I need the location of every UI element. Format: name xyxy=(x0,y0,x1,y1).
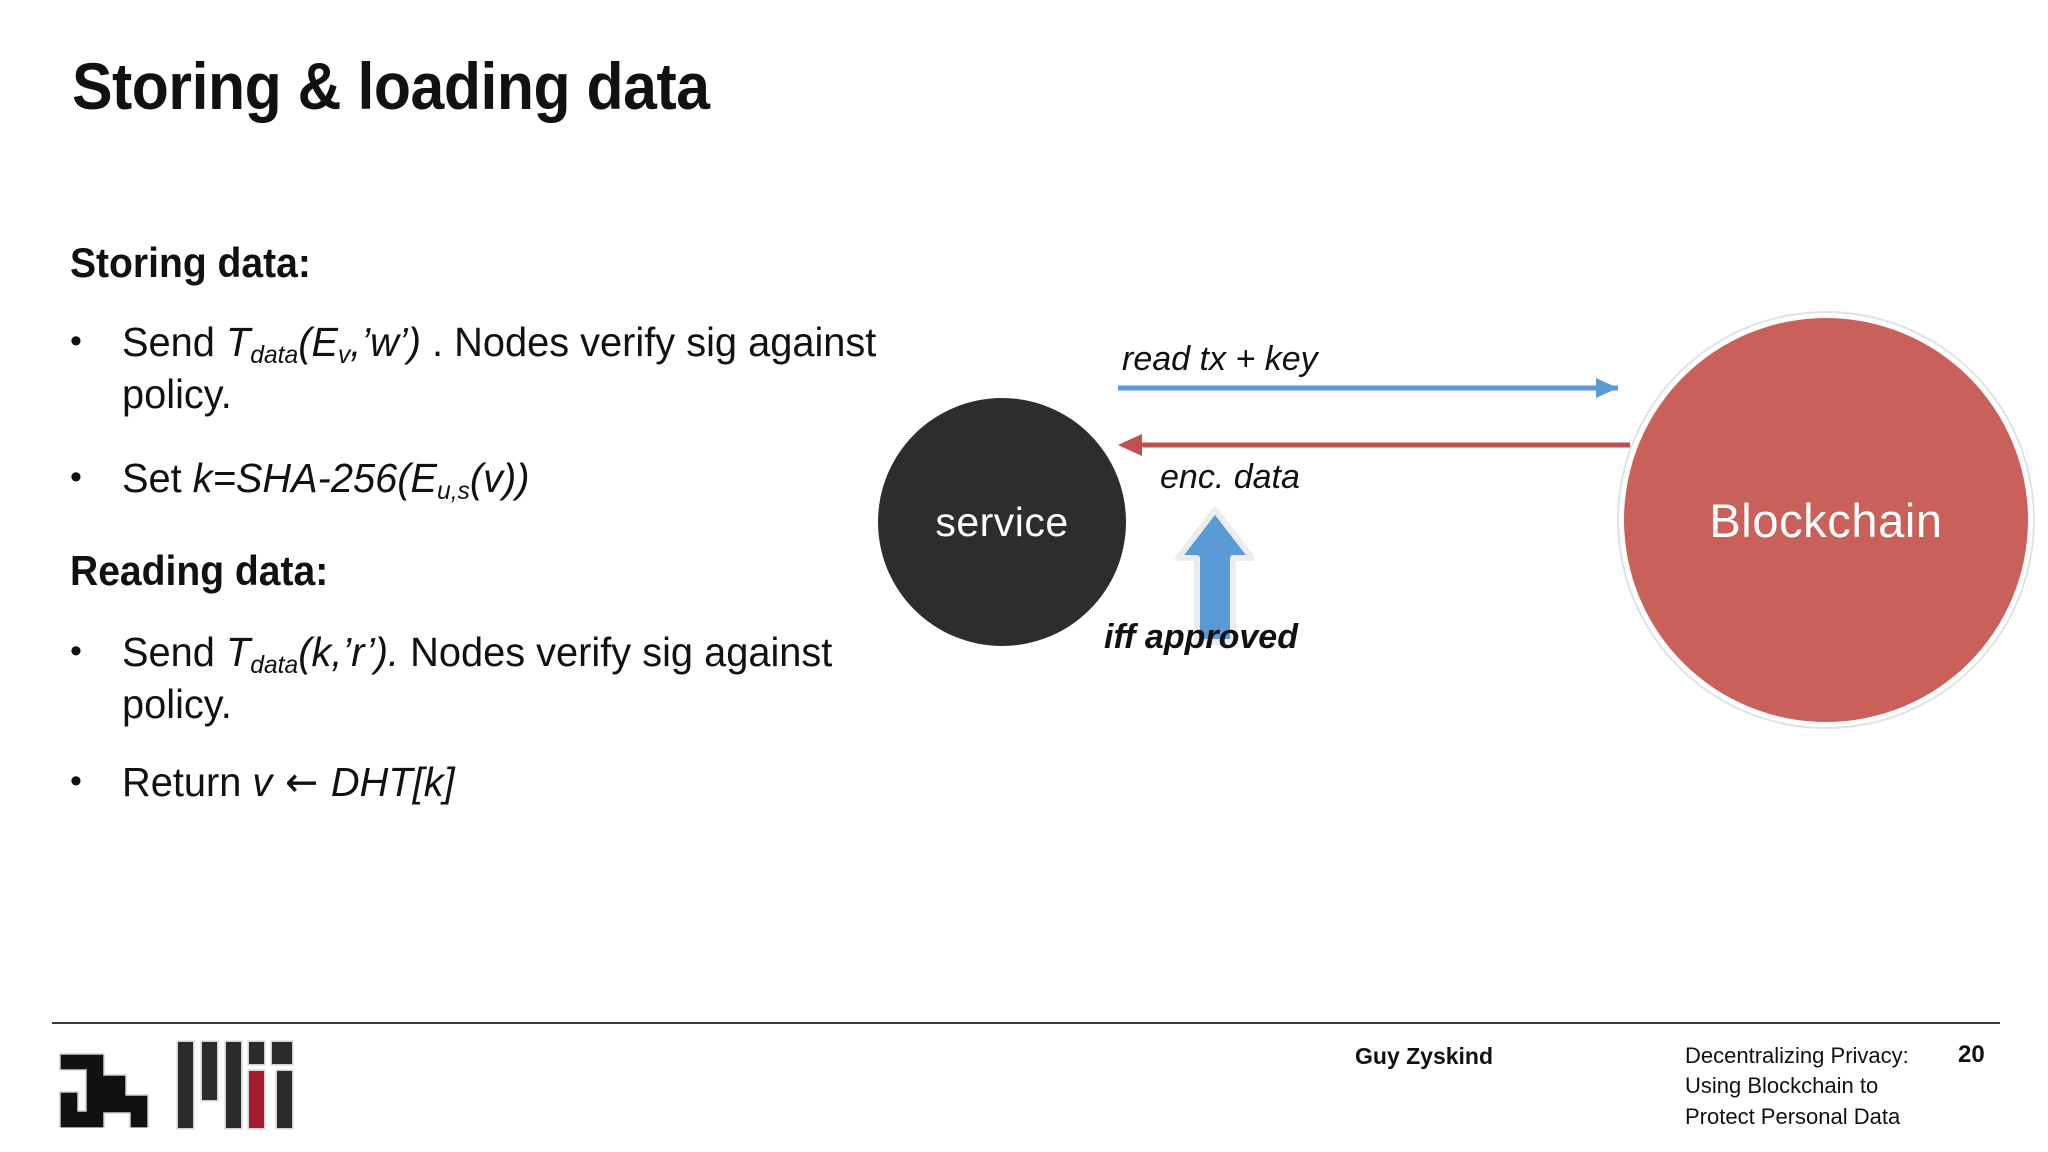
bullet-icon: • xyxy=(70,457,82,496)
node-service: service xyxy=(878,398,1126,646)
subscript-run: data xyxy=(250,341,299,370)
footer-divider xyxy=(52,1022,2000,1024)
bullet-icon: • xyxy=(70,322,82,361)
list-item-text: Return v ← DHT[k] xyxy=(122,757,945,807)
footer-deck-title: Decentralizing Privacy: Using Blockchain… xyxy=(1685,1043,1909,1129)
subscript-run: u,s xyxy=(437,476,470,505)
text-run: Send xyxy=(122,629,226,676)
list-item: • Set k=SHA-256(Eu,s(v)) xyxy=(70,455,970,507)
mit-logo-bar xyxy=(202,1042,217,1100)
subscript-run: data xyxy=(250,651,299,680)
list-item-text: Send Tdata(k,’r’). Nodes verify sig agai… xyxy=(122,629,945,728)
mit-media-lab-logo xyxy=(59,1053,149,1128)
node-service-label: service xyxy=(935,498,1069,545)
text-run: ,’w’) xyxy=(350,319,421,366)
text-run: Nodes verify sig against policy. xyxy=(122,629,833,728)
section-heading-reading: Reading data: xyxy=(70,547,329,595)
mit-logo-bar xyxy=(277,1071,292,1128)
text-run: Send xyxy=(122,319,226,366)
section-heading-storing: Storing data: xyxy=(70,239,311,286)
diagram-edges xyxy=(1118,378,1630,645)
mit-logo-bar xyxy=(226,1042,241,1128)
mit-logo-bar xyxy=(272,1042,292,1064)
mit-logo-dot xyxy=(249,1042,264,1064)
list-item: • Return v ← DHT[k] xyxy=(70,757,970,807)
mit-logo-bar xyxy=(178,1042,193,1128)
page-title: Storing & loading data xyxy=(72,49,710,123)
mit-logo-accent-bar xyxy=(249,1071,264,1128)
bullet-icon: • xyxy=(70,761,82,800)
node-blockchain-label: Blockchain xyxy=(1709,493,1943,547)
text-run: Return xyxy=(122,758,253,805)
edge-label-iff-approved: iff approved xyxy=(1104,618,1298,656)
text-run: DHT[k] xyxy=(330,758,455,805)
text-run: v xyxy=(252,758,273,805)
list-item-text: Send Tdata(Ev,’w’) . Nodes verify sig ag… xyxy=(122,319,945,418)
text-run: (k,’r’). xyxy=(298,629,400,676)
edge-read-tx-key-icon xyxy=(1118,378,1618,398)
mit-logo xyxy=(178,1038,292,1130)
list-item: • Send Tdata(k,’r’). Nodes verify sig ag… xyxy=(70,629,970,728)
bullet-icon: • xyxy=(70,632,82,671)
footer-page-number: 20 xyxy=(1958,1041,1985,1068)
edge-label-read-tx-key: read tx + key xyxy=(1122,340,1318,378)
text-run: T xyxy=(225,319,251,366)
architecture-diagram: service Blockchain read tx + key enc. da… xyxy=(860,270,2028,930)
edge-label-enc-data: enc. data xyxy=(1160,458,1300,496)
text-run: (E xyxy=(298,319,338,366)
node-blockchain: Blockchain xyxy=(1624,318,2028,722)
edge-iff-approved-icon xyxy=(1175,507,1255,645)
edge-enc-data-icon xyxy=(1118,434,1630,456)
text-run: (v)) xyxy=(469,454,530,501)
text-run: Set xyxy=(122,454,193,501)
list-item: • Send Tdata(Ev,’w’) . Nodes verify sig … xyxy=(70,319,970,418)
list-item-text: Set k=SHA-256(Eu,s(v)) xyxy=(122,455,945,507)
text-run: . Nodes verify sig against policy. xyxy=(122,319,877,417)
subscript-run: v xyxy=(337,341,351,370)
text-run: T xyxy=(225,629,251,676)
text-run: k=SHA-256(E xyxy=(192,454,438,501)
left-arrow-icon: ← xyxy=(272,757,331,806)
footer-author: Guy Zyskind xyxy=(1355,1043,1494,1069)
content-column: Storing data: • Send Tdata(Ev,’w’) . Nod… xyxy=(70,240,970,806)
